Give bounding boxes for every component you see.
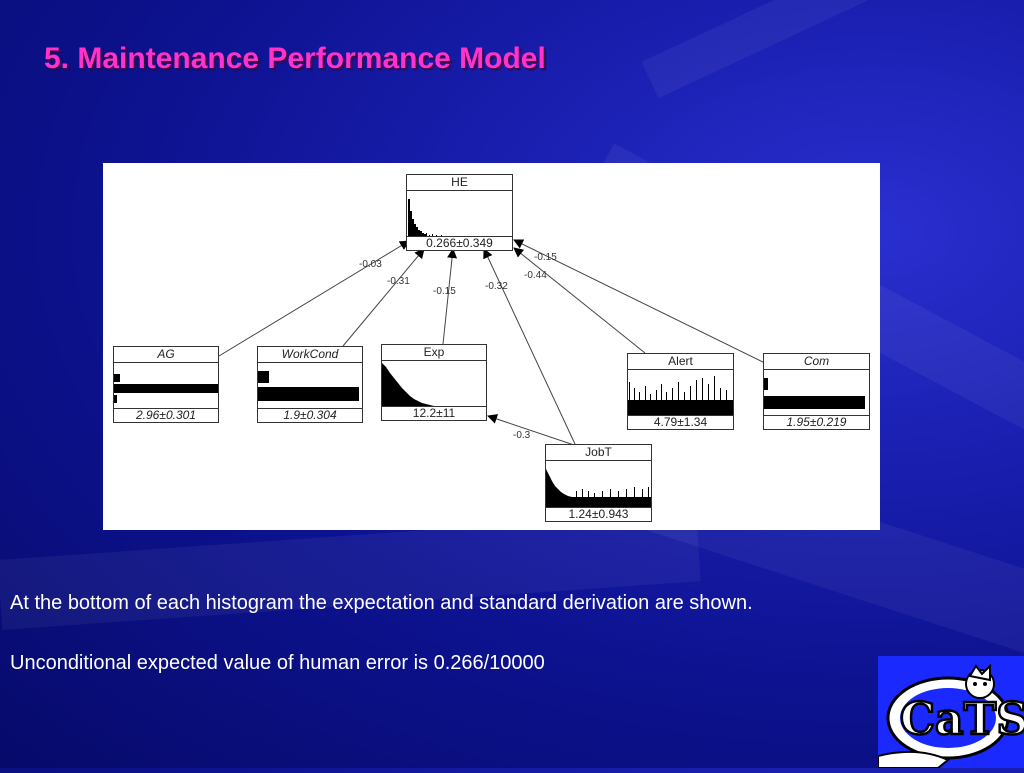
histogram bbox=[546, 461, 651, 509]
diagram-panel: -0.03 -0.31 -0.15 -0.32 -0.44 -0.15 -0.3… bbox=[103, 163, 880, 530]
edge-label-com-he: -0.15 bbox=[534, 252, 557, 263]
node-name: Alert bbox=[628, 354, 733, 370]
node-stat: 1.24±0.943 bbox=[546, 507, 651, 521]
edge-workcond-he bbox=[343, 249, 424, 346]
caption-histogram-note: At the bottom of each histogram the expe… bbox=[10, 592, 753, 615]
node-com[interactable]: Com 1.95±0.219 bbox=[763, 353, 870, 430]
histogram-bars bbox=[546, 461, 651, 509]
caption-expected-value: Unconditional expected value of human er… bbox=[10, 652, 545, 675]
node-name: Com bbox=[764, 354, 869, 370]
histogram bbox=[628, 370, 733, 417]
node-workcond[interactable]: WorkCond 1.9±0.304 bbox=[257, 346, 363, 423]
histogram bbox=[114, 363, 218, 410]
node-stat: 0.266±0.349 bbox=[407, 236, 512, 250]
histogram-bars bbox=[114, 363, 218, 410]
background-streak bbox=[642, 0, 1024, 98]
node-stat: 2.96±0.301 bbox=[114, 408, 218, 422]
histogram bbox=[258, 363, 362, 410]
node-stat: 12.2±11 bbox=[382, 406, 486, 420]
edge-label-jobt-exp: -0.3 bbox=[513, 430, 530, 441]
node-exp[interactable]: Exp 12.2±11 bbox=[381, 344, 487, 421]
node-ag[interactable]: AG 2.96±0.301 bbox=[113, 346, 219, 423]
node-name: AG bbox=[114, 347, 218, 363]
node-jobt[interactable]: JobT 1.24±0.943 bbox=[545, 444, 652, 522]
node-he[interactable]: HE 0.266±0 bbox=[406, 174, 513, 251]
slide-title: 5. Maintenance Performance Model bbox=[44, 42, 546, 76]
node-name: HE bbox=[407, 175, 512, 191]
histogram-bars bbox=[407, 191, 512, 238]
histogram-bars bbox=[258, 363, 362, 410]
edge-label-exp-he: -0.15 bbox=[433, 286, 456, 297]
edge-label-ag-he: -0.03 bbox=[359, 259, 382, 270]
histogram bbox=[382, 361, 486, 408]
histogram bbox=[407, 191, 512, 238]
node-name: JobT bbox=[546, 445, 651, 461]
cats-logo-graphic: CaTS bbox=[878, 656, 1024, 768]
histogram-bars bbox=[628, 370, 733, 417]
node-alert[interactable]: Alert bbox=[627, 353, 734, 430]
edge-label-alert-he: -0.44 bbox=[524, 270, 547, 281]
node-stat: 1.95±0.219 bbox=[764, 415, 869, 429]
histogram-bars bbox=[764, 370, 869, 417]
histogram-bars bbox=[382, 361, 486, 408]
edge-alert-he bbox=[514, 248, 645, 353]
logo-text: CaTS bbox=[900, 694, 1024, 745]
node-stat: 1.9±0.304 bbox=[258, 408, 362, 422]
node-name: Exp bbox=[382, 345, 486, 361]
histogram bbox=[764, 370, 869, 417]
node-name: WorkCond bbox=[258, 347, 362, 363]
edge-label-workcond-he: -0.31 bbox=[387, 276, 410, 287]
node-stat: 4.79±1.34 bbox=[628, 415, 733, 429]
edge-label-jobt-he: -0.32 bbox=[485, 281, 508, 292]
cats-logo: CaTS bbox=[878, 656, 1024, 768]
